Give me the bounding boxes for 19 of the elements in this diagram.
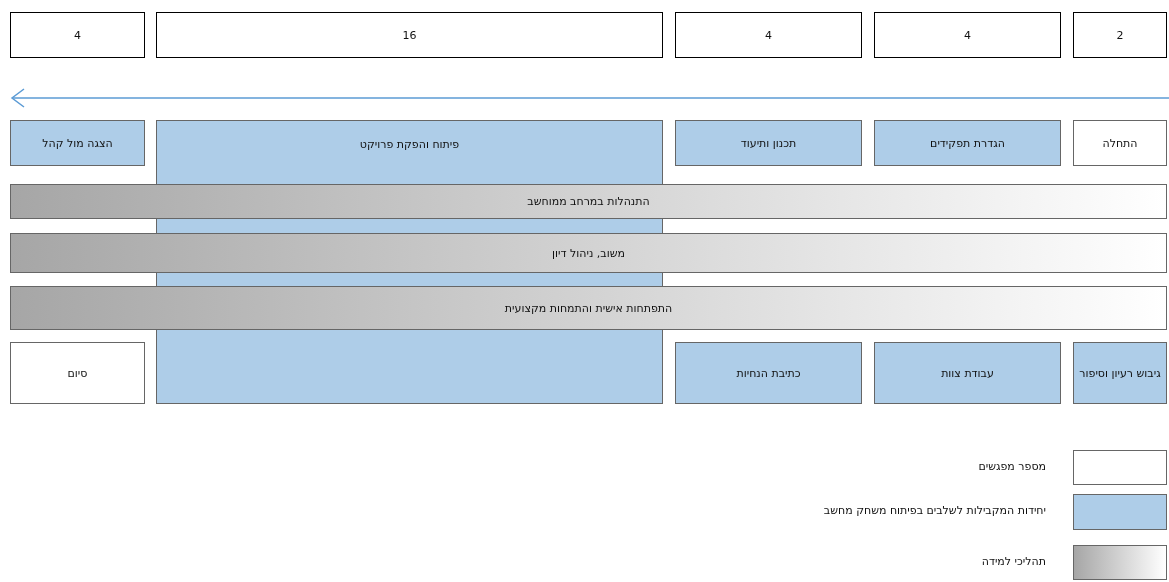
unit-box: הגדרת תפקידים bbox=[874, 120, 1061, 166]
process-band: התפתחות אישית והתמחות מקצועית bbox=[10, 286, 1167, 330]
count-box: סיום bbox=[10, 342, 145, 404]
legend-text: תהליכי למידה bbox=[981, 554, 1046, 568]
count-box: 16 bbox=[156, 12, 663, 58]
count-box: 4 bbox=[10, 12, 145, 58]
process-band: משוב, ניהול דיון bbox=[10, 233, 1167, 273]
process-band: התנהלות במרחב ממוחשב bbox=[10, 184, 1167, 219]
count-box: 4 bbox=[675, 12, 862, 58]
count-box: 4 bbox=[874, 12, 1061, 58]
unit-box: כתיבת הנחיות bbox=[675, 342, 862, 404]
count-box: התחלה bbox=[1073, 120, 1167, 166]
unit-box: גיבוש רעיון וסיפור bbox=[1073, 342, 1167, 404]
legend-text: מספר מפגשים bbox=[978, 459, 1046, 473]
legend-text: יחידות המקבילות לשלבים בפיתוח משחק מחשב bbox=[823, 504, 1046, 517]
unit-box: תכנון ותיעוד bbox=[675, 120, 862, 166]
unit-box: הצגה מול קהל bbox=[10, 120, 145, 166]
count-box: 2 bbox=[1073, 12, 1167, 58]
unit-box: עבודת צוות bbox=[874, 342, 1061, 404]
